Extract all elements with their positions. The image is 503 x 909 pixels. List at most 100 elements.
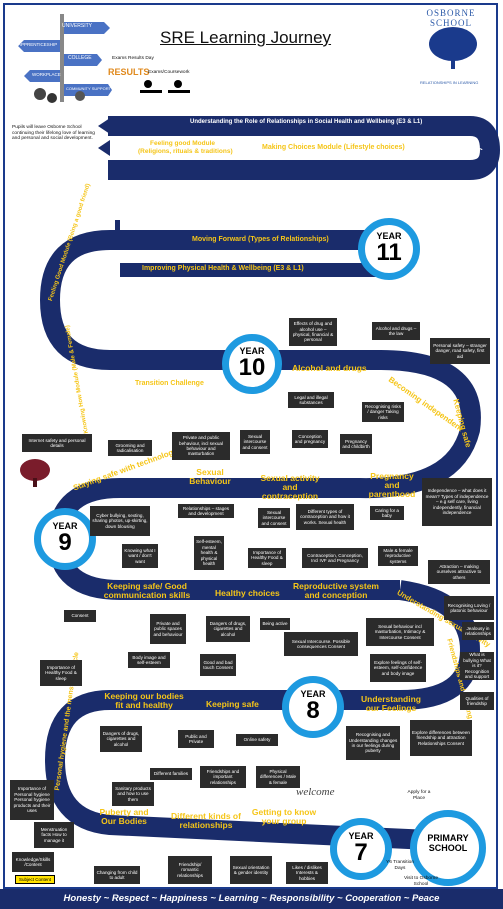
page-frame: [3, 3, 498, 889]
box-sexual-int-consent: Sexual intercourse and consent: [258, 508, 290, 528]
values-footer: Honesty ~ Respect ~ Happiness ~ Learning…: [0, 889, 503, 909]
label-moving-forward: Moving Forward (Types of Relationships): [192, 236, 329, 243]
box-male-female-repro: Male & female reproductive systems: [378, 546, 418, 566]
box-sexual-int-possible: Sexual Intercourse. Possible consequence…: [284, 632, 358, 656]
box-relationships-stages: Relationships – stages and development: [178, 504, 234, 518]
leave-text: Pupils will leave Osborne School continu…: [12, 125, 95, 141]
box-effects-drug: Effects of drug and alcohol use – physic…: [289, 318, 337, 346]
label-sexual-activity: Sexual activity and contraception: [260, 473, 320, 501]
exam-desk-icon: [140, 80, 190, 93]
box-conception-preg: Conception and pregnancy: [292, 430, 328, 448]
y6-transition-text: Y6 Transition Days: [386, 860, 414, 871]
box-friendship-romantic: Friendship/ romantic relationships: [168, 856, 212, 884]
label-getting-to-know: Getting to know your group: [251, 807, 317, 826]
label-feeling-good-sub: (Religions, rituals & traditions): [138, 148, 233, 155]
school-tree-logo: [429, 27, 477, 69]
exams-results-label: Exams Results Day: [112, 56, 154, 61]
label-different-kinds: Different kinds of relationships: [171, 811, 241, 830]
box-explore-differences: Explore differences between friendship a…: [410, 720, 472, 756]
label-improving-health: Improving Physical Health & Wellbeing (E…: [142, 265, 304, 272]
box-menstruation: Menstruation facts How to manage it: [34, 822, 74, 848]
signpost-workplace: WORKPLACE: [32, 72, 61, 77]
visit-osborne-text: Visit to Osborne School: [403, 876, 439, 887]
page-title: SRE Learning Journey: [160, 28, 332, 47]
box-legal-illegal: Legal and illegal substances: [288, 392, 334, 408]
box-caring-baby: Caring for a baby: [370, 506, 404, 520]
box-importance-food-y8: Importance of Healthy Food & sleep: [40, 660, 82, 686]
label-btec: BTEC PGW: [150, 344, 188, 351]
box-different-contraception: Different types of contraception and how…: [296, 504, 354, 530]
box-being-active: Being active: [260, 618, 290, 630]
box-likes-dislikes: Likes / dislikes Interests & hobbies: [286, 862, 328, 884]
signpost-university: UNIVERSITY: [62, 23, 93, 29]
box-what-bullying: What is bullying What is it? Recognition…: [460, 652, 494, 680]
label-transition: Transition Challenge: [135, 380, 204, 387]
label-understanding-feelings: Understanding our Feelings: [361, 694, 421, 713]
box-sexual-behaviour-incl: Sexual behaviour incl masturbation, Inti…: [366, 618, 434, 646]
apply-place-text: Apply for a Place: [407, 790, 431, 801]
box-dangers-drugs-y8: Dangers of drugs, cigarettes and alcohol: [100, 726, 142, 752]
school-name: OSBORNE SCHOOL: [426, 8, 476, 28]
subject-content-key: Subject Content: [15, 875, 56, 884]
signpost-icon: [18, 14, 112, 103]
label-keeping-bodies: Keeping our bodies fit and healthy: [104, 691, 184, 710]
box-sexual-orientation: Sexual orientation & gender identity: [230, 856, 272, 884]
box-consent: Consent: [64, 610, 96, 622]
box-changing-child: Changing from child to adult: [94, 866, 140, 884]
label-puberty: Puberty and Our Bodies: [99, 807, 149, 826]
box-recognising-changes: Recognising and Understanding changes in…: [346, 726, 400, 760]
box-personal-safety: Personal safety – stranger danger, road …: [430, 338, 490, 364]
label-pregnancy: Pregnancy and parenthood: [368, 471, 416, 499]
box-body-image: Body image and self-esteem: [128, 652, 170, 668]
label-reproductive: Reproductive system and conception: [293, 581, 379, 600]
box-qualities: Qualities of friendship: [460, 692, 494, 710]
label-keeping-safe-comm: Keeping safe/ Good communication skills: [103, 581, 191, 600]
box-explore-feelings: Explore feelings of self-esteem, self-co…: [370, 654, 426, 682]
box-online-safety: Online safety: [236, 734, 278, 746]
results-word: RESULTS: [108, 67, 150, 77]
tree-icon: [20, 459, 50, 487]
label-alcohol: Alcohol and drugs: [292, 363, 367, 373]
box-attraction: Attraction – making ourselves attractive…: [428, 560, 490, 584]
signpost-apprenticeship: APPRENTICESHIP: [18, 42, 58, 47]
box-knowledge-skills: Knowledge/Skills /Content: [12, 852, 54, 872]
label-making-choices: Making Choices Module (Lifestyle choices…: [262, 144, 405, 151]
box-importance-hygiene: Importance of Personal hygiene Personal …: [10, 780, 54, 820]
primary-school-badge: PRIMARY SCHOOL: [410, 810, 486, 886]
box-physical-differences: Physical differences / Male & female: [256, 766, 300, 788]
box-sanitary: Sanitary products and how to use them: [112, 782, 154, 806]
box-independence: Independence – what does it mean? Types …: [422, 478, 492, 526]
label-keeping-safe-y8: Keeping safe: [206, 699, 259, 709]
signpost-college: COLLEGE: [68, 55, 92, 61]
box-private-spaces: Private and public spaces and behaviour: [150, 614, 186, 644]
welcome-text: welcome: [296, 786, 335, 798]
exams-coursework-label: Exams/Coursework: [148, 70, 190, 75]
signpost-community: COMMUNITY SUPPORT: [66, 86, 111, 91]
label-sexual-behaviour: Sexual Behaviour: [189, 467, 231, 486]
box-recognising-risks: Recognising risks / danger Taking risks: [362, 402, 404, 422]
label-healthy-choices: Healthy choices: [215, 588, 280, 598]
box-importance-food: Importance of Healthy Food & sleep: [248, 548, 286, 568]
box-good-bad-touch: Good and bad touch Consent: [200, 654, 236, 676]
box-alcohol-law: Alcohol and drugs – the law: [372, 322, 420, 340]
box-cyber-bullying: Cyber bullying, sexting, sharing photos,…: [90, 506, 150, 536]
school-tagline: RELATIONSHIPS IN LEARNING: [420, 80, 479, 85]
box-knowing-want: Knowing what I want / don't want: [122, 544, 158, 568]
box-private-public: Private and public behaviour, incl sexua…: [172, 432, 230, 460]
box-grooming: Grooming and radicalisation: [108, 440, 152, 456]
box-friendships-important: Friendships and important relationships: [200, 766, 246, 788]
box-contraception-ivf: Contraception, Conception, Incl IVF and …: [302, 548, 368, 568]
box-different-families: Different families: [150, 768, 192, 780]
box-jealousy: Jealousy in relationships: [462, 622, 494, 640]
label-understanding-role: Understanding the Role of Relationships …: [190, 119, 423, 125]
label-feeling-good: Feeling good Module: [150, 140, 215, 147]
box-dangers-drugs-y9: Dangers of drugs, cigarettes and alcohol: [206, 616, 250, 642]
box-sexual-intercourse: Sexual intercourse and consent: [240, 430, 270, 454]
box-internet-safety: Internet safety and personal details: [22, 434, 92, 452]
box-self-esteem: Self-esteem, mental health & physical he…: [194, 536, 224, 570]
